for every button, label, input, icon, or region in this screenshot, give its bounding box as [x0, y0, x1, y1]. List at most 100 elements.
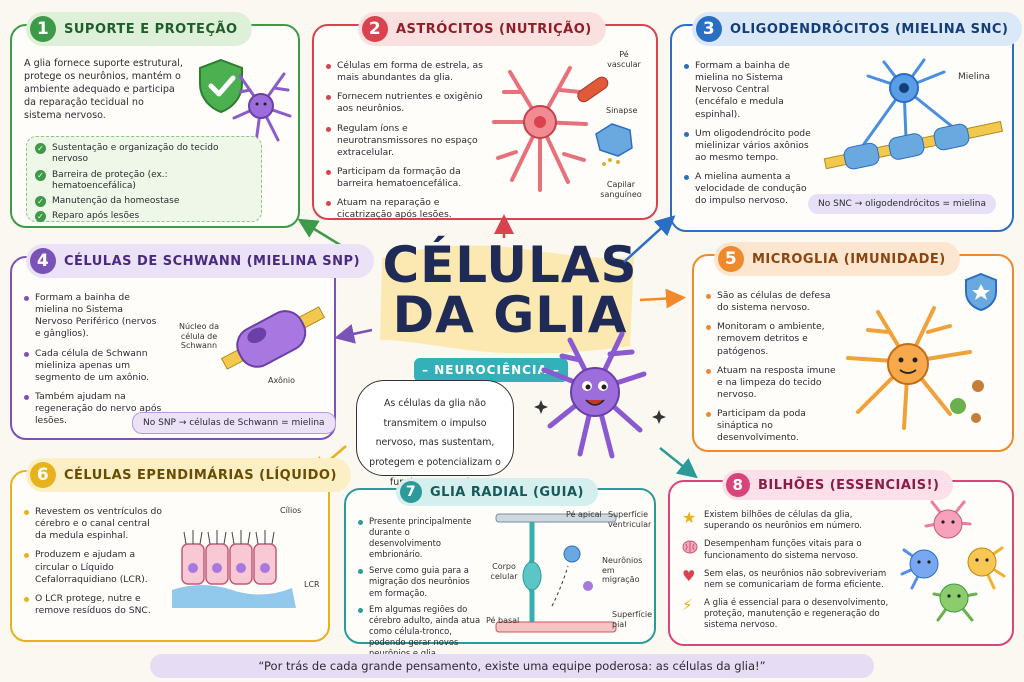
note-snc: No SNC → oligodendrócitos = mielina [808, 194, 996, 214]
panel-7-header: 7 GLIA RADIAL (GUIA) [396, 478, 598, 506]
bullet-item: Serve como guia para a migração dos neur… [358, 565, 482, 598]
panel-celulas-ependimarias: 6 CÉLULAS EPENDIMÁRIAS (LÍQUIDO) Reveste… [10, 458, 351, 642]
bullet-item: Atuam na reparação e cicatrização após l… [326, 197, 486, 221]
footer-quote: “Por trás de cada grande pensamento, exi… [150, 654, 874, 678]
label-sup-pial: Superfície pial [612, 610, 653, 629]
section-title: ASTRÓCITOS (NUTRIÇÃO) [396, 21, 592, 37]
check-icon: ✓ [35, 196, 46, 207]
panel-6-header: 6 CÉLULAS EPENDIMÁRIAS (LÍQUIDO) [26, 458, 351, 492]
bullet-item: Formam a bainha de mielina no Sistema Ne… [24, 292, 162, 341]
section-title: BILHÕES (ESSENCIAIS!) [758, 477, 940, 493]
check-text: Barreira de proteção (ex.: hematoencefál… [52, 169, 168, 191]
fact-text: Existem bilhões de células da glia, supe… [704, 510, 863, 532]
radial-glia-illustration [495, 513, 617, 633]
label-pe-vascular: Pé vascular [607, 50, 641, 69]
label-corpo-celular: Corpo celular [490, 562, 518, 581]
bullet-item: Produzem e ajudam a circular o Líquido C… [24, 549, 162, 585]
section-number: 5 [718, 246, 744, 272]
label-migracao: Neurônios em migração [602, 556, 643, 585]
fact-item: Desempenham funções vitais para o funcio… [682, 539, 892, 561]
title-line-1: CÉLULAS [382, 236, 638, 294]
fact-item: ♥ Sem elas, os neurônios não sobreviveri… [682, 566, 892, 591]
section-number: 3 [696, 16, 722, 42]
star-icon: ★ [682, 508, 697, 527]
bullet-item: Formam a bainha de mielina no Sistema Ne… [684, 60, 812, 121]
panel-1-header: 1 SUPORTE E PROTEÇÃO [26, 12, 252, 46]
bullet-item: Fornecem nutrientes e oxigênio aos neurô… [326, 91, 486, 115]
mascot-glial-cell [541, 331, 647, 459]
section-title: CÉLULAS DE SCHWANN (MIELINA SNP) [64, 253, 361, 269]
check-text: Reparo após lesões [52, 211, 140, 222]
section-title: SUPORTE E PROTEÇÃO [64, 21, 238, 37]
label-nucleo-schwann: Núcleo da célula de Schwann [178, 322, 219, 351]
fact-item: ⚡ A glia é essencial para o desenvolvime… [682, 598, 892, 632]
lightning-icon: ⚡ [682, 596, 693, 615]
heart-icon: ♥ [682, 566, 696, 585]
glial-cell-illustration [232, 72, 292, 144]
fact-text: Desempenham funções vitais para o funcio… [704, 539, 862, 561]
note-snp: No SNP → células de Schwann = mielina [132, 412, 336, 434]
bullet-list: Revestem os ventrículos do cérebro e o c… [24, 506, 162, 617]
panel-2-header: 2 ASTRÓCITOS (NUTRIÇÃO) [358, 12, 606, 46]
panel-4-header: 4 CÉLULAS DE SCHWANN (MIELINA SNP) [26, 244, 375, 278]
bullet-item: Em algumas regiões do cérebro adulto, ai… [358, 604, 482, 659]
check-item: ✓ Manutenção da homeostase [35, 196, 253, 207]
section-title: OLIGODENDRÓCITOS (MIELINA SNC) [730, 21, 1009, 37]
bullet-list: Formam a bainha de mielina no Sistema Ne… [684, 60, 812, 208]
section-number: 2 [362, 16, 388, 42]
panel-celulas-schwann: 4 CÉLULAS DE SCHWANN (MIELINA SNP) Forma… [10, 244, 375, 440]
astrocyte-illustration [492, 66, 588, 192]
bullet-item: Células em forma de estrela, as mais abu… [326, 60, 486, 84]
label-pe-apical: Pé apical [566, 510, 602, 519]
panel-oligodendrocitos: 3 OLIGODENDRÓCITOS (MIELINA SNC) Formam … [670, 12, 1023, 232]
check-icon: ✓ [35, 143, 46, 154]
bullet-item: Um oligodendrócito pode mielinizar vário… [684, 128, 812, 164]
sparkle-icon [534, 400, 548, 414]
panel-microglia: 5 MICROGLIA (IMUNIDADE) São as células d… [692, 242, 1014, 452]
section-number: 4 [30, 248, 56, 274]
check-item: ✓ Barreira de proteção (ex.: hematoencef… [35, 169, 253, 193]
check-text: Manutenção da homeostase [52, 196, 180, 206]
label-sup-ventricular: Superfície ventricular [608, 510, 652, 529]
section-number: 8 [726, 473, 750, 497]
brain-icon [682, 539, 704, 558]
fact-text: A glia é essencial para o desenvolviment… [704, 598, 889, 631]
panel-glia-radial: 7 GLIA RADIAL (GUIA) Presente principalm… [344, 478, 656, 658]
label-mielina: Mielina [958, 72, 991, 82]
bullet-item: Revestem os ventrículos do cérebro e o c… [24, 506, 162, 542]
check-item: ✓ Reparo após lesões [35, 211, 253, 223]
bullet-item: Monitoram o ambiente, removem detritos e… [706, 321, 836, 357]
label-lcr: LCR [304, 580, 320, 589]
title-line-2: DA GLIA [392, 286, 628, 344]
schwann-cell-illustration [220, 306, 326, 370]
microglia-illustration [846, 306, 984, 430]
panel-bilhoes: 8 BILHÕES (ESSENCIAIS!) ★ Existem bilhõe… [668, 470, 1014, 646]
section-text: A glia fornece suporte estrutural, prote… [24, 58, 183, 121]
section-title: GLIA RADIAL (GUIA) [430, 484, 584, 500]
check-icon: ✓ [35, 169, 46, 181]
bullet-list: São as células de defesa do sistema nerv… [706, 290, 836, 445]
panel-8-header: 8 BILHÕES (ESSENCIAIS!) [722, 470, 954, 500]
sparkle-icon [652, 410, 666, 424]
panel-astrocitos: 2 ASTRÓCITOS (NUTRIÇÃO) Células em forma… [312, 12, 658, 222]
fact-item: ★ Existem bilhões de células da glia, su… [682, 510, 892, 532]
label-axonio: Axônio [268, 376, 296, 385]
section-title: MICROGLIA (IMUNIDADE) [752, 251, 946, 267]
bullet-item: A mielina aumenta a velocidade de conduç… [684, 171, 812, 207]
label-cilios: Cílios [280, 506, 302, 515]
blood-vessel-icon [577, 76, 609, 103]
bullet-list: Células em forma de estrela, as mais abu… [326, 60, 486, 222]
bullet-list: Formam a bainha de mielina no Sistema Ne… [24, 292, 162, 427]
bullet-item: Cada célula de Schwann mieliniza apenas … [24, 348, 162, 384]
checklist-box: ✓ Sustentação e organização do tecido ne… [26, 136, 262, 223]
section-number: 7 [400, 481, 422, 503]
section-title: CÉLULAS EPENDIMÁRIAS (LÍQUIDO) [64, 467, 337, 483]
main-title: CÉLULAS DA GLIA [360, 240, 660, 340]
fact-text: Sem elas, os neurônios não sobreviveriam… [704, 568, 887, 590]
label-pe-basal: Pé basal [486, 616, 520, 625]
bullet-item: Participam da poda sináptica no desenvol… [706, 408, 836, 444]
bullet-item: São as células de defesa do sistema nerv… [706, 290, 836, 314]
check-icon: ✓ [35, 211, 46, 223]
label-capilar: Capilar sanguíneo [600, 180, 642, 199]
bullet-item: Atuam na resposta imune e na limpeza do … [706, 365, 836, 401]
